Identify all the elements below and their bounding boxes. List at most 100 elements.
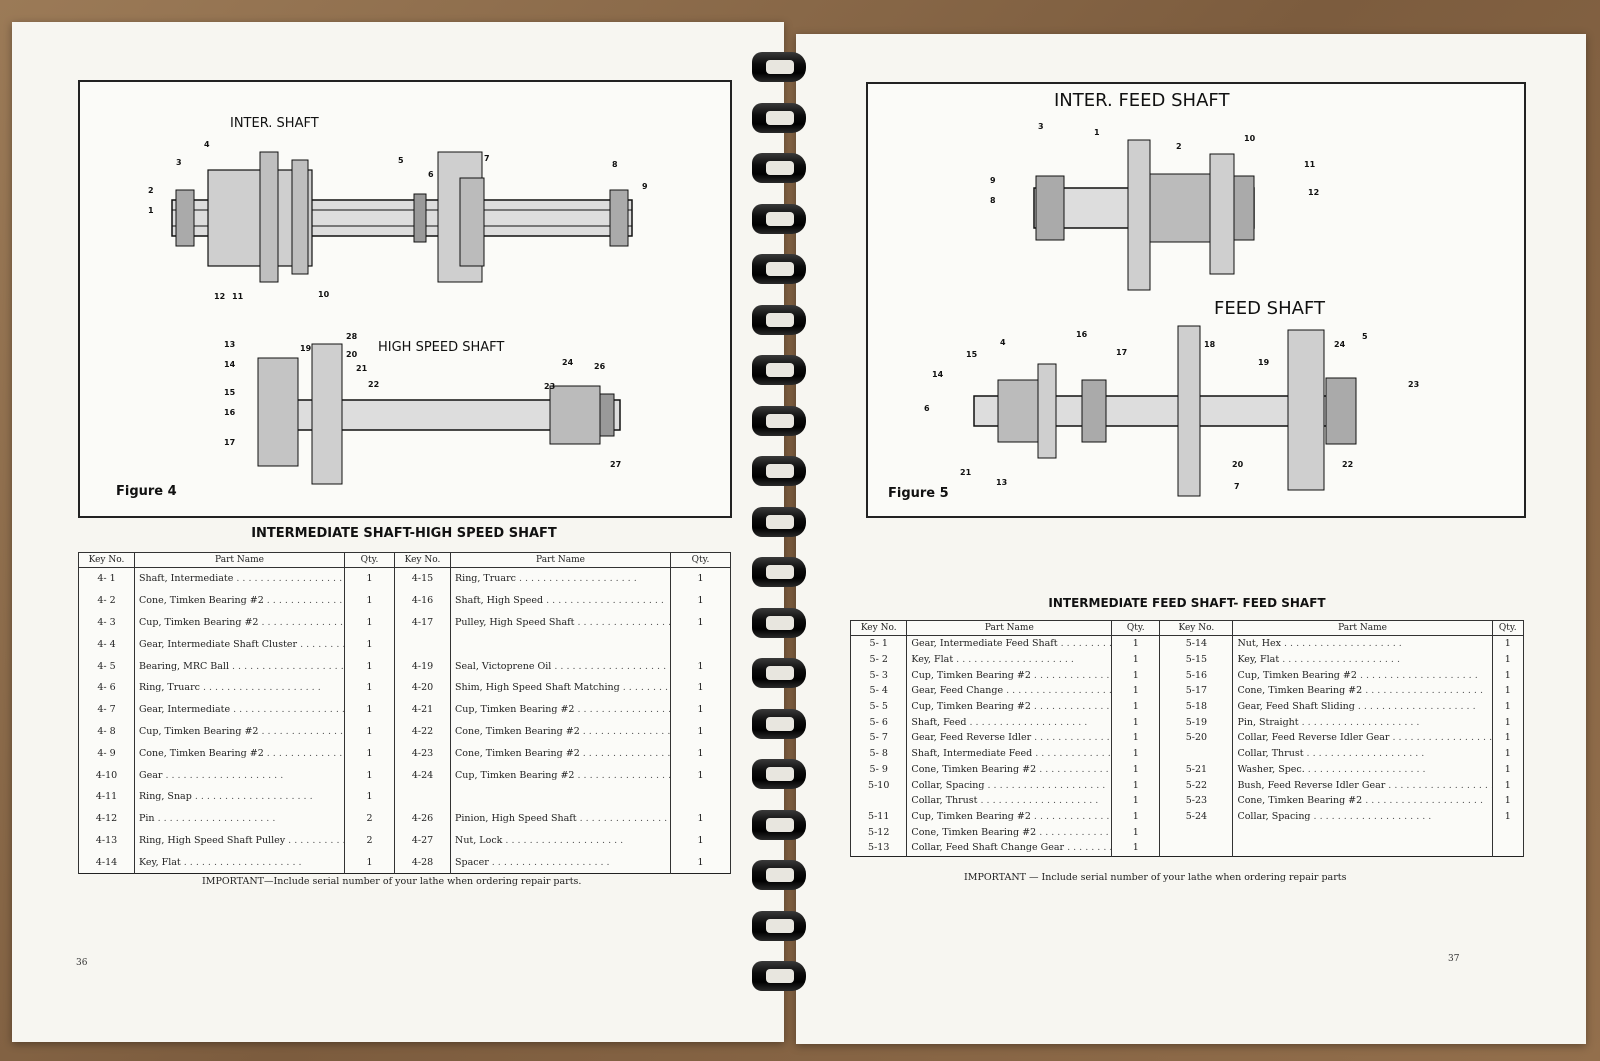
cell-qty: 1 [1111, 683, 1161, 699]
cell-key: 5-10 [849, 777, 908, 793]
cell-qty: 1 [344, 720, 395, 743]
cell-name: Gear, Feed Reverse Idler [906, 730, 1113, 746]
callout-5-24: 24 [1334, 340, 1346, 349]
figure-4-label: Figure 4 [116, 484, 177, 499]
cell-key: 4-11 [78, 785, 135, 808]
cell-key [1159, 839, 1234, 857]
cell-qty: 1 [1111, 761, 1161, 778]
binding-coil [752, 658, 806, 688]
cell-key: 4-19 [394, 655, 451, 677]
cell-qty: 1 [670, 567, 731, 590]
left-page-number: 36 [76, 958, 88, 968]
header-key-1: Key No. [849, 620, 908, 636]
cell-key: 4-27 [394, 829, 451, 852]
cell-qty: 1 [670, 764, 731, 786]
cell-name: Bush, Feed Reverse Idler Gear [1232, 777, 1493, 793]
callout-5-21: 21 [960, 468, 972, 477]
header-key-2: Key No. [394, 552, 451, 568]
callout-5-7: 7 [1234, 482, 1240, 491]
cell-name: Gear, Intermediate [134, 698, 345, 721]
callout-24: 24 [562, 358, 574, 367]
cell-key: 4- 8 [78, 720, 135, 743]
cell-qty [670, 633, 731, 656]
callout-5-22: 22 [1342, 460, 1354, 469]
table-header-row: Key No. Part Name Qty. Key No. Part Name… [78, 552, 731, 568]
callout-5-16: 16 [1076, 330, 1088, 339]
cell-name: Shaft, Intermediate [134, 567, 345, 590]
callout-5-3: 3 [1038, 122, 1044, 131]
callout-5-8: 8 [990, 196, 996, 205]
callout-11: 11 [232, 292, 244, 301]
cell-key: 5- 3 [849, 667, 908, 684]
cell-key: 4- 1 [78, 567, 135, 590]
cell-name: Cone, Timken Bearing #2 [134, 742, 345, 765]
cell-key: 5- 5 [849, 698, 908, 715]
binding-coil [752, 607, 806, 638]
cell-qty: 1 [1491, 683, 1525, 699]
binding-coil [752, 961, 806, 991]
cell-name: Cone, Timken Bearing #2 [906, 824, 1113, 840]
cell-qty: 1 [670, 720, 731, 743]
cell-name [450, 785, 671, 808]
cell-name: Gear [134, 764, 345, 786]
cell-qty: 1 [1111, 698, 1161, 715]
cell-qty: 1 [344, 655, 395, 677]
cell-key [394, 785, 451, 808]
cell-qty: 1 [1491, 792, 1525, 809]
cell-name: Pulley, High Speed Shaft [450, 611, 671, 634]
cell-key: 4-28 [394, 851, 451, 874]
cell-name [450, 633, 671, 656]
binding-coil [752, 910, 806, 941]
cell-key: 5-19 [1159, 714, 1234, 731]
header-qty-1: Qty. [1111, 620, 1161, 636]
cell-key: 4- 3 [78, 611, 135, 634]
cell-key: 4-13 [78, 829, 135, 852]
binding-coil [752, 153, 806, 183]
callout-5-20: 20 [1232, 460, 1244, 469]
callout-5-4: 4 [1000, 338, 1006, 347]
cell-qty: 1 [670, 807, 731, 830]
callout-5-13: 13 [996, 478, 1008, 487]
spiral-binding [752, 52, 812, 1042]
cell-name: Ring, Truarc [450, 567, 671, 590]
cell-qty: 1 [670, 698, 731, 721]
callout-6: 6 [428, 170, 434, 179]
high-speed-shaft-title: HIGH SPEED SHAFT [378, 340, 505, 355]
cell-key: 5- 2 [849, 651, 908, 668]
figure-4-diagram: INTER. SHAFT HIGH SPEED SHAFT 1 2 3 4 5 [78, 80, 732, 518]
cell-key: 4-20 [394, 676, 451, 699]
cell-qty: 1 [344, 676, 395, 699]
cell-key: 5-20 [1159, 730, 1234, 746]
feed-shaft-title: FEED SHAFT [1214, 298, 1325, 319]
cell-qty: 1 [344, 633, 395, 656]
header-name-2: Part Name [450, 552, 671, 568]
callout-13: 13 [224, 340, 236, 349]
header-name-1: Part Name [134, 552, 345, 568]
callout-28: 28 [346, 332, 358, 341]
cell-name: Gear, Feed Shaft Sliding [1232, 698, 1493, 715]
header-key-2: Key No. [1159, 620, 1234, 636]
cell-qty: 1 [1111, 651, 1161, 668]
cell-name: Cup, Timken Bearing #2 [134, 611, 345, 634]
callout-5-19: 19 [1258, 358, 1270, 367]
cell-name: Ring, Truarc [134, 676, 345, 699]
cell-key: 5-17 [1159, 683, 1234, 699]
callout-8: 8 [612, 160, 618, 169]
cell-qty: 1 [1111, 730, 1161, 746]
callout-5-15: 15 [966, 350, 978, 359]
left-parts-table: Key No. Part Name Qty. Key No. Part Name… [78, 552, 731, 875]
binding-coil [752, 203, 806, 234]
callout-3: 3 [176, 158, 182, 167]
cell-name: Collar, Feed Shaft Change Gear [906, 839, 1113, 857]
cell-qty: 1 [344, 698, 395, 721]
